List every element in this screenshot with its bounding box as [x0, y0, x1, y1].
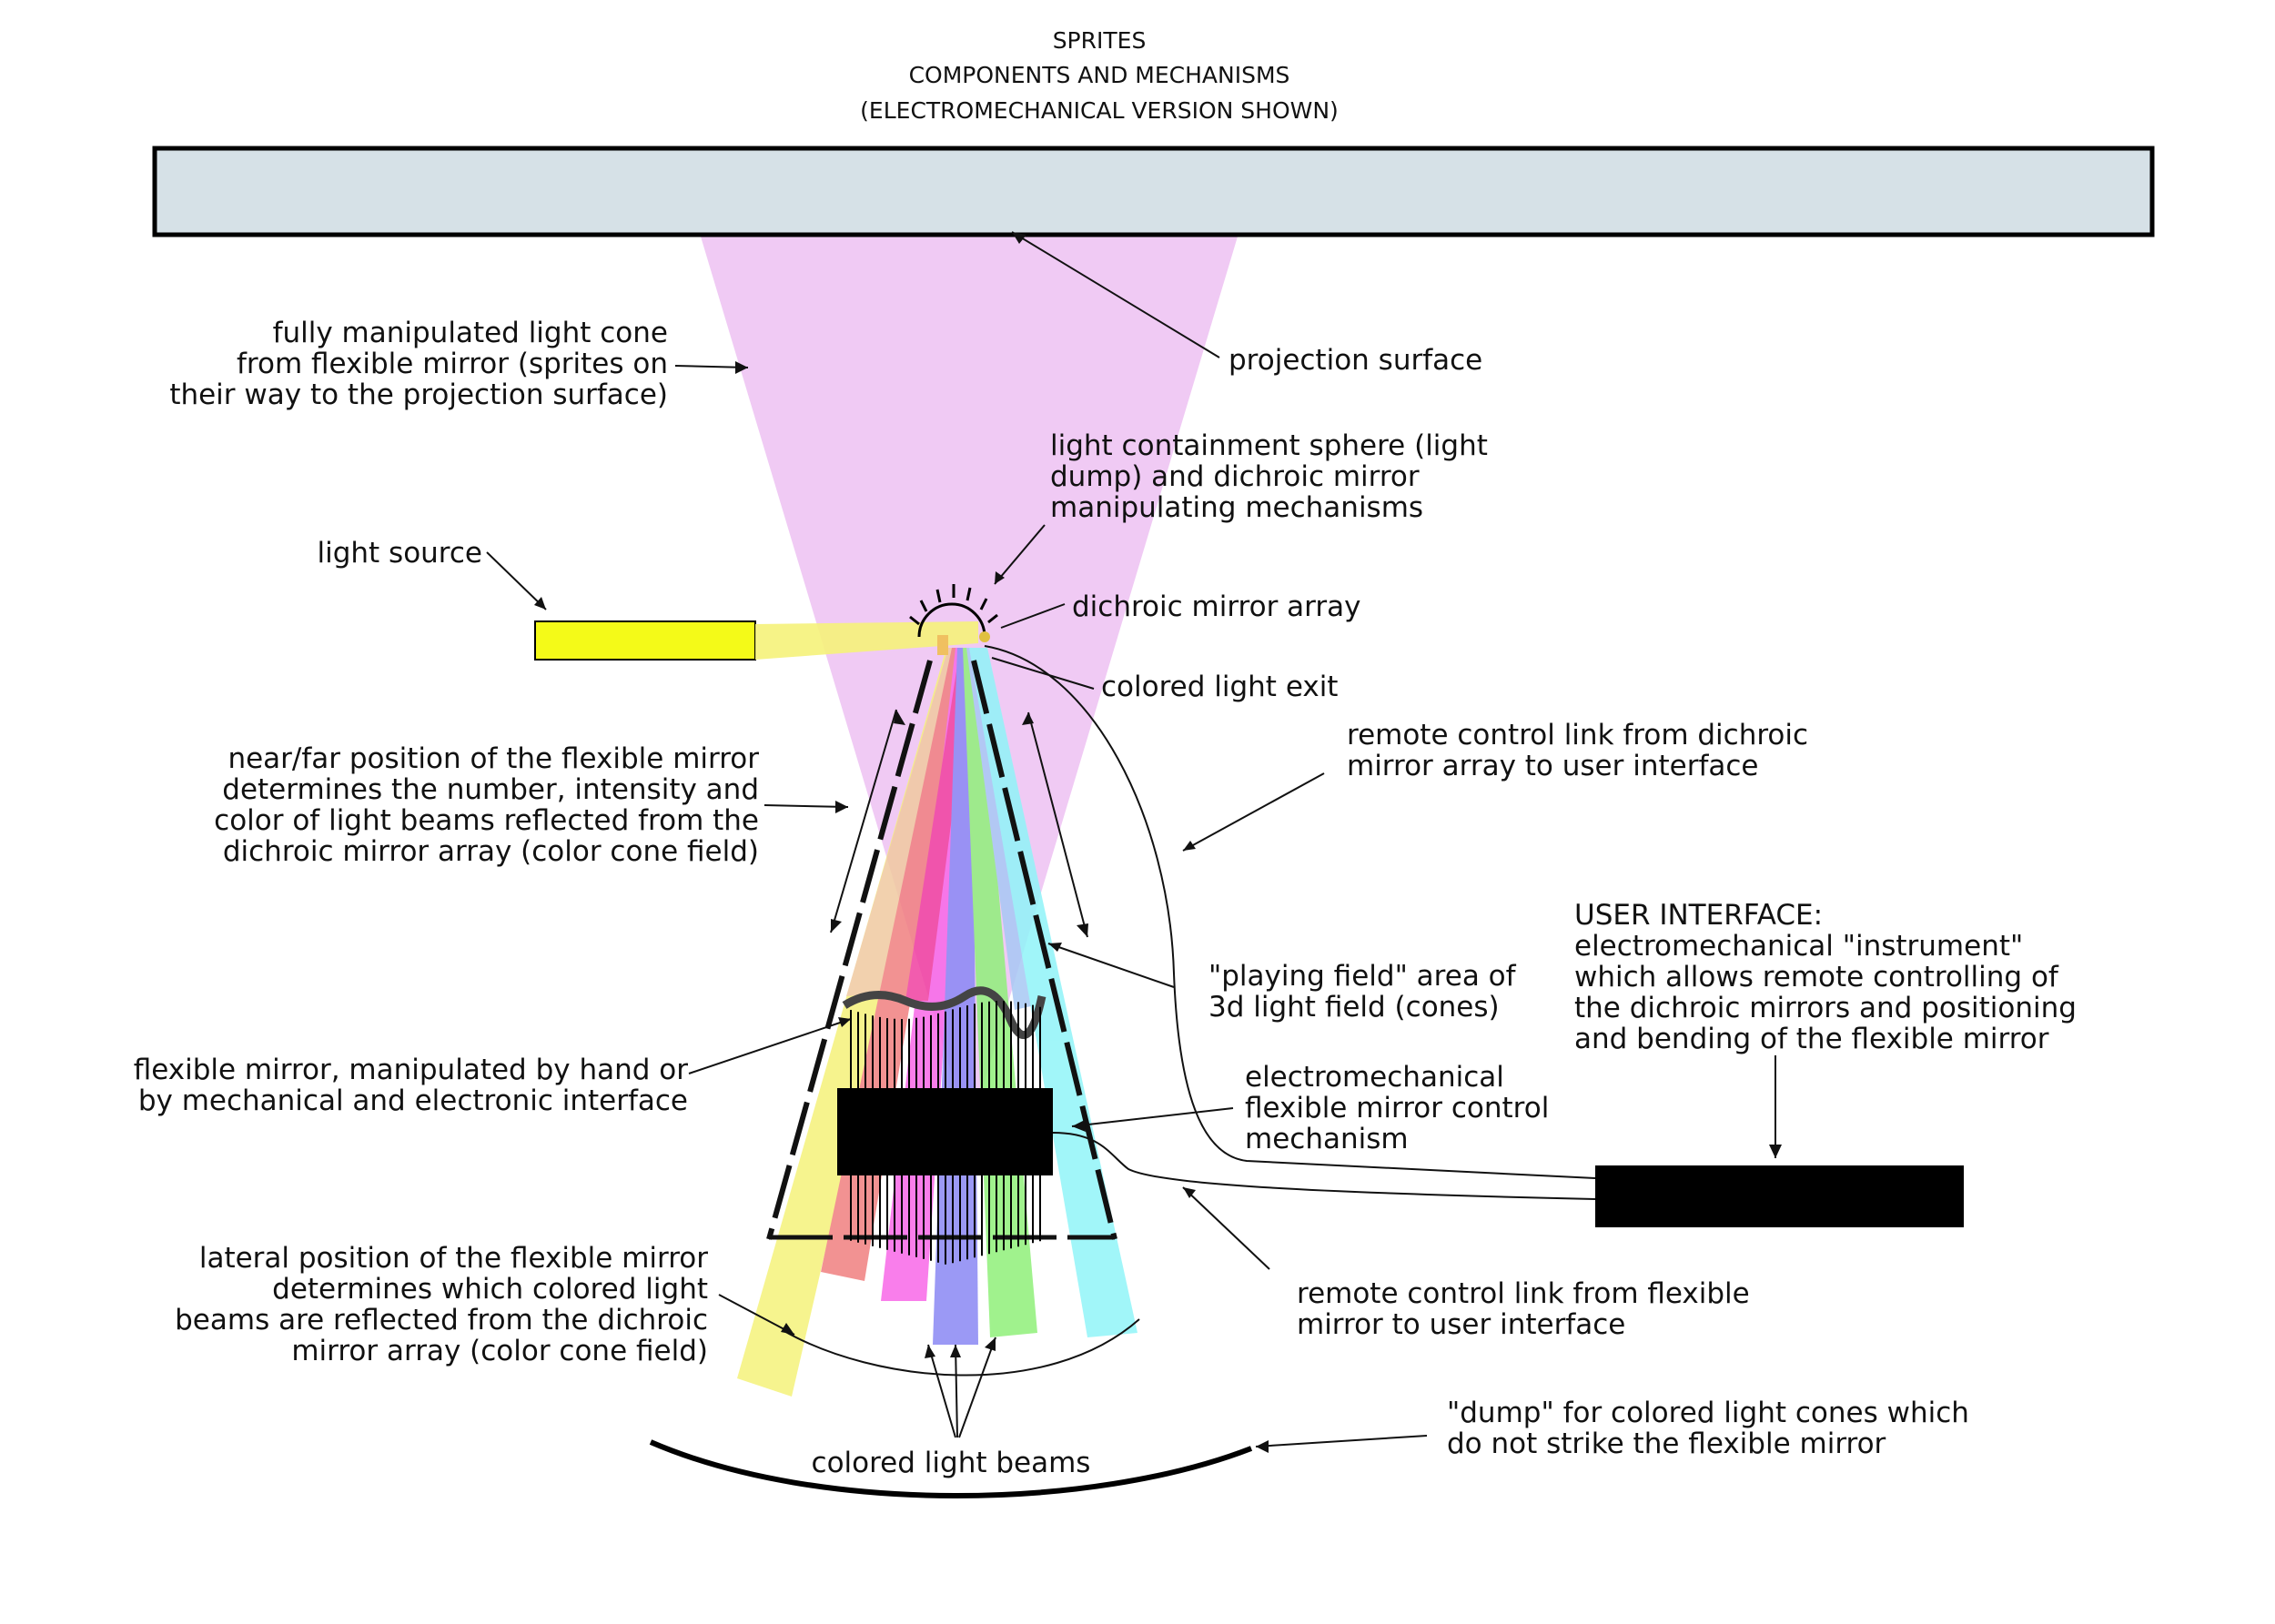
label-containment-sphere: light containment sphere (light dump) an… — [1050, 429, 1488, 524]
label-line: 3d light field (cones) — [1208, 991, 1500, 1024]
user-interface-block — [1595, 1165, 1964, 1227]
label-line: mechanism — [1245, 1123, 1409, 1155]
label-line: manipulating mechanisms — [1050, 491, 1423, 524]
label-line: USER INTERFACE: — [1574, 899, 1823, 932]
label-line: dichroic mirror array (color cone field) — [223, 835, 759, 868]
label-dichroic-array: dichroic mirror array — [1072, 590, 1360, 623]
label-projection-surface: projection surface — [1228, 344, 1482, 377]
label-line: lateral position of the flexible mirror — [199, 1242, 708, 1275]
label-line: and bending of the flexible mirror — [1574, 1023, 2049, 1055]
label-line: mirror array to user interface — [1347, 750, 1758, 782]
arrowheads — [534, 232, 1782, 1453]
label-playing-field: "playing field" area of 3d light field (… — [1208, 960, 1517, 1024]
light-source — [534, 620, 756, 661]
dump-arc — [649, 1439, 1253, 1498]
label-remote-flexible: remote control link from flexible mirror… — [1297, 1277, 1750, 1341]
label-line: light source — [317, 537, 482, 570]
label-line: "dump" for colored light cones which — [1447, 1397, 1969, 1429]
label-line: dump) and dichroic mirror — [1050, 460, 1420, 493]
label-flexible-mirror: flexible mirror, manipulated by hand or … — [134, 1054, 689, 1117]
label-line: electromechanical — [1245, 1061, 1504, 1094]
label-remote-dichroic: remote control link from dichroic mirror… — [1347, 719, 1808, 782]
remote-cable-flexible — [1052, 1132, 1596, 1200]
label-lateral: lateral position of the flexible mirror … — [175, 1242, 708, 1367]
label-line: "playing field" area of — [1208, 960, 1517, 993]
label-line: remote control link from dichroic — [1347, 719, 1808, 751]
leader-lines — [486, 231, 1776, 1447]
title-line-1: SPRITES — [1053, 27, 1147, 54]
label-line: the dichroic mirrors and positioning — [1574, 992, 2077, 1024]
label-line: projection surface — [1228, 344, 1482, 377]
label-line: fully manipulated light cone — [273, 317, 668, 349]
playing-field-outline — [766, 660, 1117, 1240]
label-control-mechanism: electromechanical flexible mirror contro… — [1245, 1061, 1549, 1155]
label-line: determines which colored light — [272, 1273, 708, 1306]
label-line: do not strike the flexible mirror — [1447, 1427, 1886, 1460]
remote-cable-dichroic — [984, 645, 1596, 1179]
source-beam — [755, 621, 978, 660]
label-colored-exit: colored light exit — [1101, 671, 1338, 703]
projection-surface — [152, 146, 2155, 237]
label-line: color of light beams reflected from the — [214, 804, 759, 837]
label-line: light containment sphere (light — [1050, 429, 1488, 462]
label-line: colored light exit — [1101, 671, 1338, 703]
label-line: beams are reflected from the dichroic — [175, 1304, 708, 1337]
label-near-far: near/far position of the flexible mirror… — [214, 742, 759, 868]
label-colored-beams: colored light beams — [812, 1447, 1091, 1479]
label-line: near/far position of the flexible mirror — [228, 742, 759, 775]
label-line: flexible mirror control — [1245, 1092, 1549, 1125]
containment-sphere — [909, 584, 998, 655]
label-light-cone: fully manipulated light cone from flexib… — [169, 317, 668, 411]
near-far-arrows — [830, 709, 1088, 938]
control-mechanism-block — [837, 1088, 1053, 1175]
label-user-interface: USER INTERFACE: electromechanical "instr… — [1574, 899, 2077, 1055]
label-dump: "dump" for colored light cones which do … — [1447, 1397, 1969, 1460]
label-line: mirror array (color cone field) — [291, 1335, 708, 1367]
label-line: determines the number, intensity and — [222, 773, 759, 806]
lateral-arc — [782, 1318, 1140, 1377]
label-line: from flexible mirror (sprites on — [237, 348, 668, 380]
label-line: which allows remote controlling of — [1574, 961, 2059, 994]
label-line: electromechanical "instrument" — [1574, 930, 2023, 963]
label-line: mirror to user interface — [1297, 1308, 1625, 1341]
label-line: flexible mirror, manipulated by hand or — [134, 1054, 689, 1086]
label-line: by mechanical and electronic interface — [138, 1084, 688, 1117]
label-line: their way to the projection surface) — [169, 378, 668, 411]
title-line-2: COMPONENTS AND MECHANISMS — [909, 62, 1290, 88]
label-light-source: light source — [317, 537, 482, 570]
title-line-3: (ELECTROMECHANICAL VERSION SHOWN) — [860, 97, 1339, 124]
label-line: colored light beams — [812, 1447, 1091, 1479]
label-line: dichroic mirror array — [1072, 590, 1360, 623]
label-line: remote control link from flexible — [1297, 1277, 1750, 1310]
